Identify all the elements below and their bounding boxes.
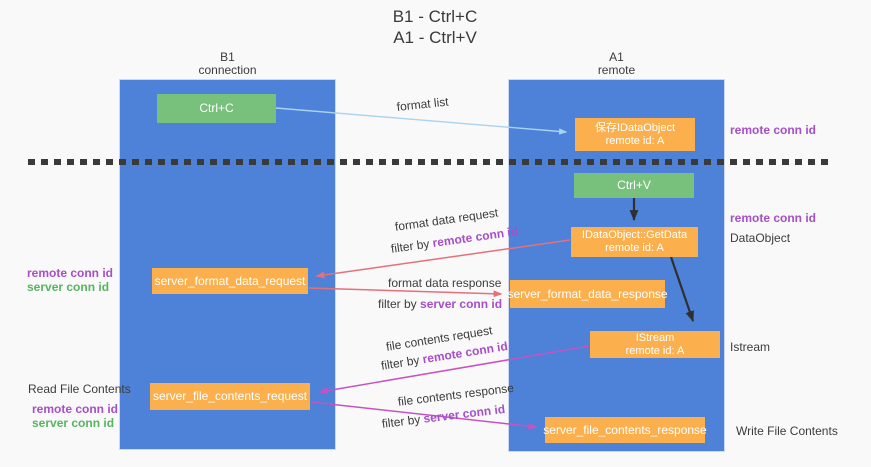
- lane-b1-name: B1: [220, 50, 235, 64]
- node-save-dataobject-line2: remote id: A: [605, 134, 665, 147]
- node-server-file-contents-response: server_file_contents_response: [543, 417, 707, 443]
- node-istream-line1: IStream: [635, 331, 675, 344]
- lane-b1-role: connection: [198, 63, 257, 77]
- annotation-remote-conn-id-bottom-left: remote conn id: [32, 402, 119, 416]
- node-getdata-line2: remote id: A: [605, 242, 664, 254]
- lane-header-a1: A1 remote: [508, 51, 725, 77]
- node-getdata: IDataObject::GetData remote id: A: [571, 227, 698, 257]
- node-server-format-data-request: server_format_data_request: [152, 268, 308, 294]
- annotation-write-file-contents: Write File Contents: [736, 424, 838, 438]
- node-ctrl-v: Ctrl+V: [574, 173, 694, 198]
- server-conn-id-text: server conn id: [420, 297, 503, 311]
- label-format-data-response: format data response: [388, 276, 502, 290]
- annotation-dataobject: DataObject: [730, 231, 791, 245]
- filter-by-text: filter by: [380, 352, 421, 373]
- node-istream-line2: remote id: A: [625, 344, 685, 357]
- lane-a1-role: remote: [597, 63, 636, 77]
- annotation-read-file-contents: Read File Contents: [28, 382, 131, 396]
- annotation-remote-conn-id-mid-right: remote conn id: [730, 211, 817, 225]
- label-format-list: format list: [396, 94, 450, 114]
- annotation-remote-conn-id-top-right: remote conn id: [730, 123, 817, 137]
- annotation-server-conn-id-bottom-left: server conn id: [32, 416, 115, 430]
- remote-conn-id-text: remote conn id: [431, 224, 519, 251]
- node-ctrl-c-label: Ctrl+C: [199, 101, 234, 115]
- title-line-2: A1 - Ctrl+V: [393, 28, 477, 47]
- filter-by-text: filter by: [381, 412, 422, 431]
- node-istream: IStream remote id: A: [590, 331, 720, 358]
- filter-by-text: filter by: [378, 297, 417, 311]
- annotation-server-conn-id-mid-left: server conn id: [27, 280, 110, 294]
- filter-by-text: filter by: [390, 236, 431, 256]
- label-filter-by-server-1: filter by server conn id: [378, 297, 502, 311]
- node-save-dataobject: 保存IDataObject remote id: A: [575, 118, 695, 151]
- node-ctrl-v-label: Ctrl+V: [617, 178, 651, 192]
- lane-a1-name: A1: [609, 50, 624, 64]
- node-server-format-data-response: server_format_data_response: [507, 280, 668, 308]
- node-server-file-contents-request-label: server_file_contents_request: [152, 389, 308, 403]
- node-getdata-line1: IDataObject::GetData: [581, 229, 688, 241]
- node-server-file-contents-response-label: server_file_contents_response: [543, 422, 707, 437]
- title-line-1: B1 - Ctrl+C: [392, 7, 478, 26]
- lane-header-b1: B1 connection: [119, 51, 336, 77]
- node-ctrl-c: Ctrl+C: [157, 94, 276, 123]
- node-save-dataobject-line1: 保存IDataObject: [594, 121, 676, 134]
- annotation-istream: Istream: [730, 340, 771, 354]
- node-server-format-data-request-label: server_format_data_request: [154, 273, 306, 288]
- diagram-title: B1 - Ctrl+C A1 - Ctrl+V: [285, 6, 585, 48]
- phase-divider-dashed-line: [28, 159, 834, 165]
- node-server-format-data-response-label: server_format_data_response: [507, 286, 668, 301]
- node-server-file-contents-request: server_file_contents_request: [150, 383, 310, 410]
- annotation-remote-conn-id-mid-left: remote conn id: [27, 266, 114, 280]
- server-conn-id-text: server conn id: [422, 401, 506, 426]
